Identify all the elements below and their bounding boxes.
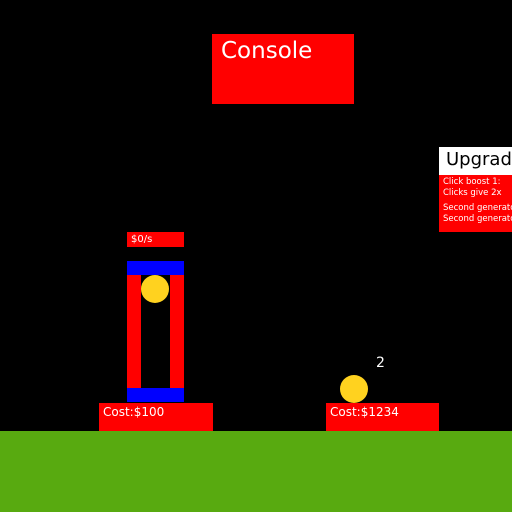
upgrade-desc: Second generator	[443, 214, 512, 224]
tower-top-cap	[127, 261, 184, 275]
cost-label: Cost:$1234	[330, 405, 399, 419]
upgrades-panel: Click boost 1: Clicks give 2x Second gen…	[439, 175, 512, 232]
buy-generator-2-button[interactable]: Cost:$1234	[326, 403, 439, 431]
upgrade-name: Second generator	[443, 203, 512, 213]
console-label: Console	[221, 38, 313, 64]
upgrade-desc: Clicks give 2x	[443, 188, 502, 198]
upgrade-item-second-generator[interactable]: Second generator Second generator	[443, 203, 512, 225]
cost-label: Cost:$100	[103, 405, 165, 419]
tower-bottom-cap	[127, 388, 184, 402]
ground	[0, 431, 512, 512]
tower-right-pillar	[170, 275, 184, 388]
generator-level-badge: 2	[376, 355, 385, 371]
console-button[interactable]: Console	[212, 34, 354, 104]
upgrades-title: Upgrades	[439, 147, 512, 175]
buy-generator-1-button[interactable]: Cost:$100	[99, 403, 213, 431]
tower-left-pillar	[127, 275, 141, 388]
income-rate-label: $0/s	[127, 232, 184, 247]
upgrade-item-click-boost[interactable]: Click boost 1: Clicks give 2x	[443, 177, 512, 199]
coin-icon[interactable]	[340, 375, 368, 403]
coin-icon[interactable]	[141, 275, 169, 303]
upgrade-name: Click boost 1:	[443, 177, 501, 187]
